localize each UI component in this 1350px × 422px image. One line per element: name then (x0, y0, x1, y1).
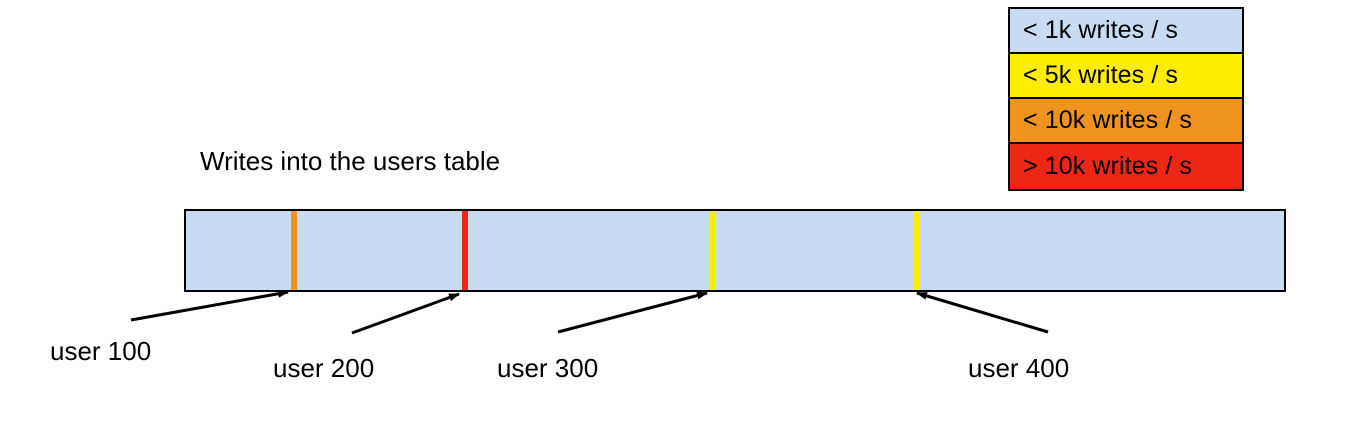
stripe-user-400 (913, 211, 919, 290)
arrow-user-400 (916, 291, 1049, 334)
legend-label: > 10k writes / s (1023, 152, 1193, 180)
label-user-400: user 400 (968, 353, 1070, 383)
chart-title: Writes into the users table (200, 146, 501, 176)
stripe-user-200 (462, 211, 468, 290)
legend-label: < 1k writes / s (1023, 16, 1179, 44)
arrow-user-300 (557, 291, 708, 334)
label-user-100: user 100 (50, 336, 152, 366)
legend-row-lt-10k: < 10k writes / s (1010, 99, 1242, 144)
label-user-200: user 200 (273, 353, 375, 383)
stripe-user-300 (710, 211, 716, 290)
stripe-user-100 (291, 211, 297, 290)
legend-row-lt-1k: < 1k writes / s (1010, 9, 1242, 54)
arrow-user-100 (130, 289, 289, 322)
legend-label: < 5k writes / s (1023, 61, 1179, 89)
legend-row-gt-10k: > 10k writes / s (1010, 144, 1242, 189)
label-user-300: user 300 (497, 353, 599, 383)
legend: < 1k writes / s < 5k writes / s < 10k wr… (1008, 7, 1244, 191)
arrow-user-200 (351, 292, 460, 335)
legend-row-lt-5k: < 5k writes / s (1010, 54, 1242, 99)
legend-label: < 10k writes / s (1023, 106, 1193, 134)
users-table-bar (184, 209, 1286, 292)
